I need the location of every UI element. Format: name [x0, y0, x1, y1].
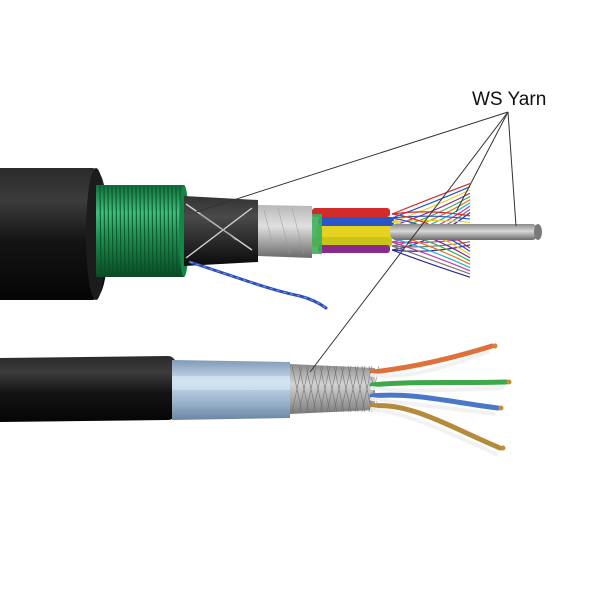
lower-cable: [0, 343, 512, 456]
lower-outer-jacket: [0, 356, 180, 422]
central-strength-member: [390, 224, 542, 240]
leader-line-3: [507, 111, 517, 227]
inner-jacket: [184, 196, 258, 266]
braid-shield: [290, 364, 380, 414]
leader-line-2: [455, 111, 509, 213]
upper-cable: [0, 168, 542, 310]
water-blocking-tape: [258, 205, 312, 258]
ws-yarn-label: WS Yarn: [472, 89, 547, 110]
leader-line-1: [195, 111, 509, 213]
upper-outer-jacket: [0, 168, 108, 300]
leader-line-4: [309, 111, 509, 373]
twisted-pairs: [369, 343, 512, 456]
callout-leader-lines: [195, 111, 517, 373]
loose-tubes: [312, 208, 394, 254]
foil-shield: [172, 360, 290, 420]
corrugated-armor: [96, 185, 189, 277]
